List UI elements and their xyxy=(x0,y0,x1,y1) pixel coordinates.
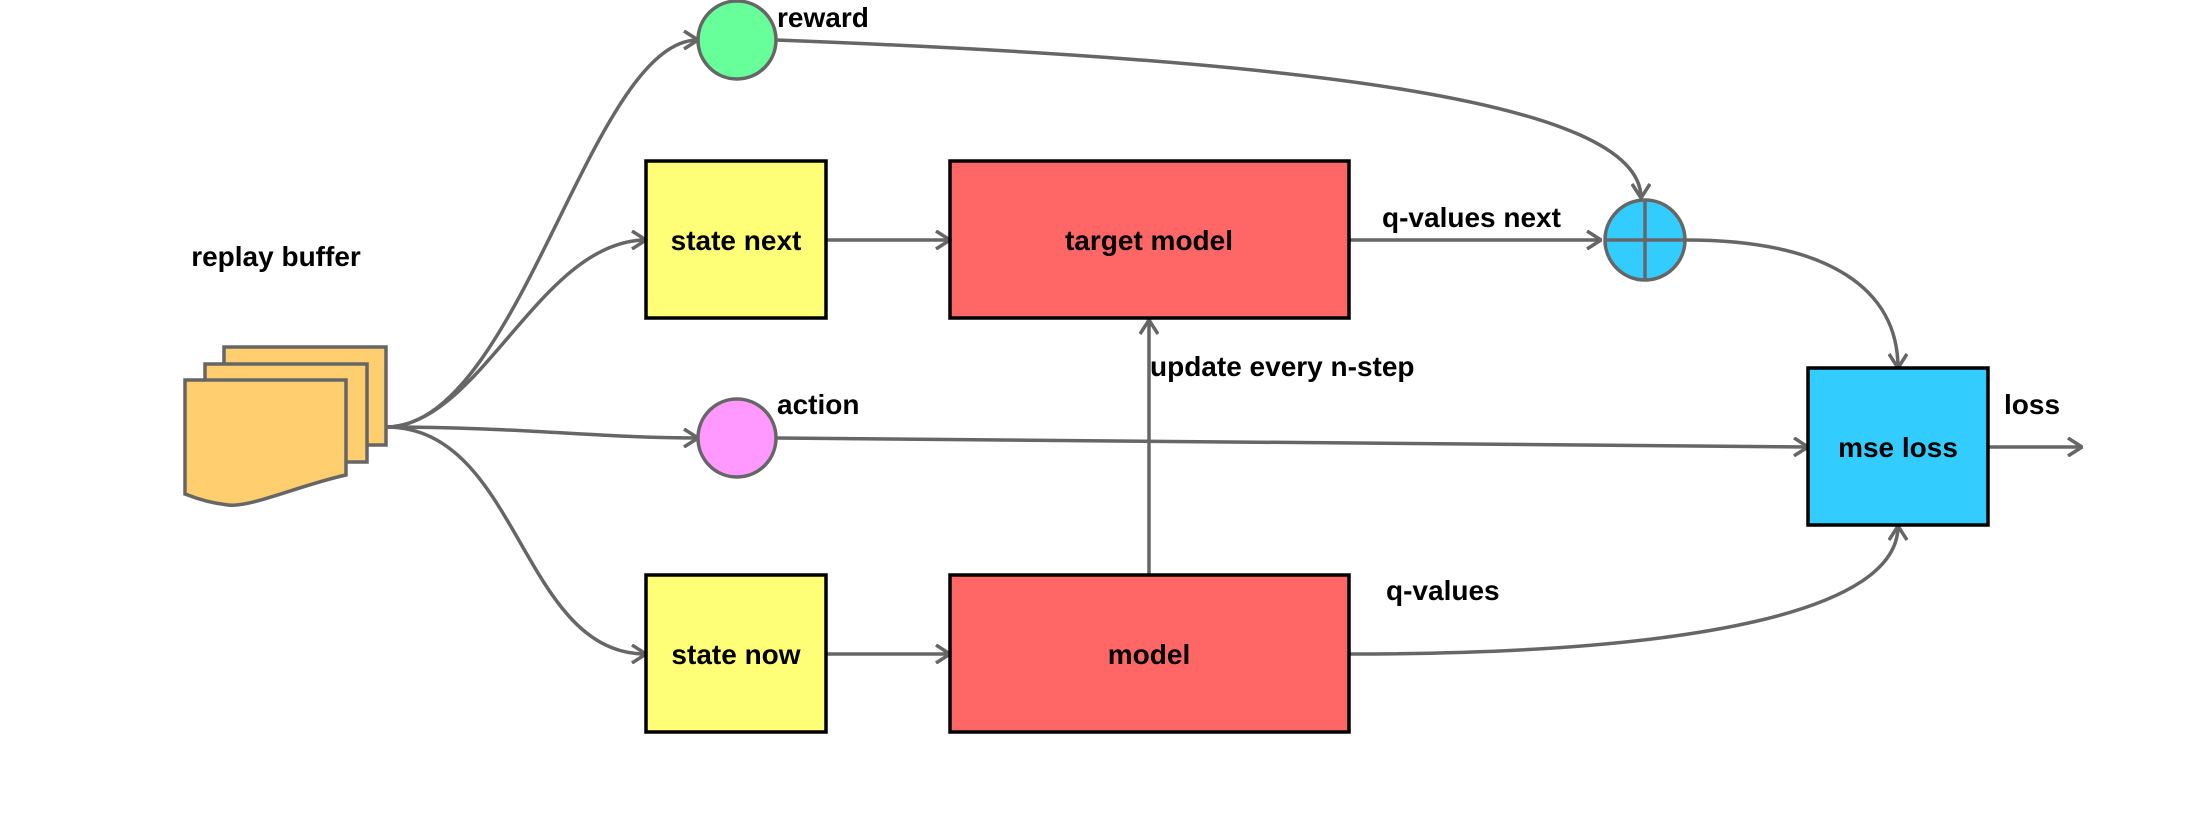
mse-loss-node: mse loss xyxy=(1806,366,1990,527)
state-now-node: state now xyxy=(644,573,828,734)
mse-loss-box xyxy=(1806,366,1990,527)
replay-buffer-node: replay buffer xyxy=(183,241,388,507)
edge-buffer-to-state-next xyxy=(385,240,646,429)
reward-node: reward xyxy=(696,0,869,81)
edge-buffer-to-action xyxy=(385,425,698,438)
state-next-node: state next xyxy=(644,159,828,320)
mse-loss-label: mse loss xyxy=(1838,432,1958,463)
edge-reward-to-sum xyxy=(775,38,1641,198)
model-node: model xyxy=(948,573,1351,734)
state-now-box xyxy=(644,573,828,734)
model-label: model xyxy=(1108,639,1190,670)
replay-buffer-sheet-front xyxy=(183,378,348,507)
reward-circle xyxy=(696,0,778,81)
reward-label: reward xyxy=(777,2,869,33)
target-model-label: target model xyxy=(1065,225,1233,256)
plus-icon xyxy=(1605,200,1685,280)
q-values-next-label: q-values next xyxy=(1382,202,1561,233)
sum-node xyxy=(1603,198,1687,282)
state-now-label: state now xyxy=(671,639,800,670)
update-every-n-step-label: update every n-step xyxy=(1150,351,1415,382)
replay-buffer-label: replay buffer xyxy=(191,241,361,272)
q-values-label: q-values xyxy=(1386,575,1500,606)
target-model-box xyxy=(948,159,1351,320)
state-next-label: state next xyxy=(671,225,802,256)
model-box xyxy=(948,573,1351,734)
edge-buffer-to-state-now xyxy=(385,425,646,654)
action-circle xyxy=(696,397,778,479)
loss-label: loss xyxy=(2004,389,2060,420)
edge-model-to-mse-loss xyxy=(1348,526,1898,656)
state-next-box xyxy=(644,159,828,320)
action-label: action xyxy=(777,389,859,420)
target-model-node: target model xyxy=(948,159,1351,320)
edge-action-to-mse-loss xyxy=(775,436,1808,447)
action-node: action xyxy=(696,389,859,479)
edge-sum-to-mse-loss xyxy=(1685,238,1898,368)
